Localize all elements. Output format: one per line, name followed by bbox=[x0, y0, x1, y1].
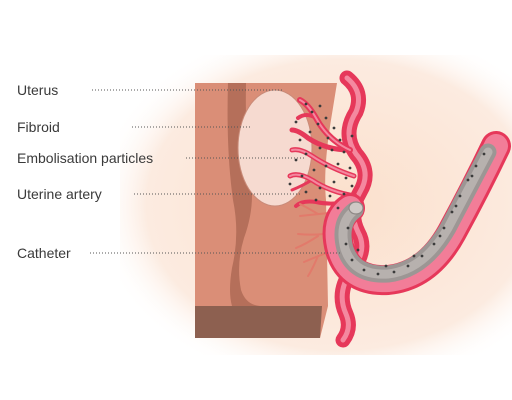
catheter-tip bbox=[348, 201, 364, 215]
endometrium bbox=[227, 83, 260, 306]
label-uterus: Uterus bbox=[17, 82, 59, 98]
uterus-wall-lower bbox=[195, 306, 322, 338]
artery-branches-light bbox=[289, 99, 356, 197]
label-uterine-artery: Uterine artery bbox=[17, 186, 102, 202]
label-fibroid: Fibroid bbox=[17, 119, 60, 135]
embolisation-particles bbox=[288, 102, 354, 210]
catheter-particles bbox=[344, 152, 486, 276]
leader-lines bbox=[90, 89, 340, 254]
label-embolisation-particles: Embolisation particles bbox=[17, 150, 154, 166]
label-catheter: Catheter bbox=[17, 245, 71, 261]
